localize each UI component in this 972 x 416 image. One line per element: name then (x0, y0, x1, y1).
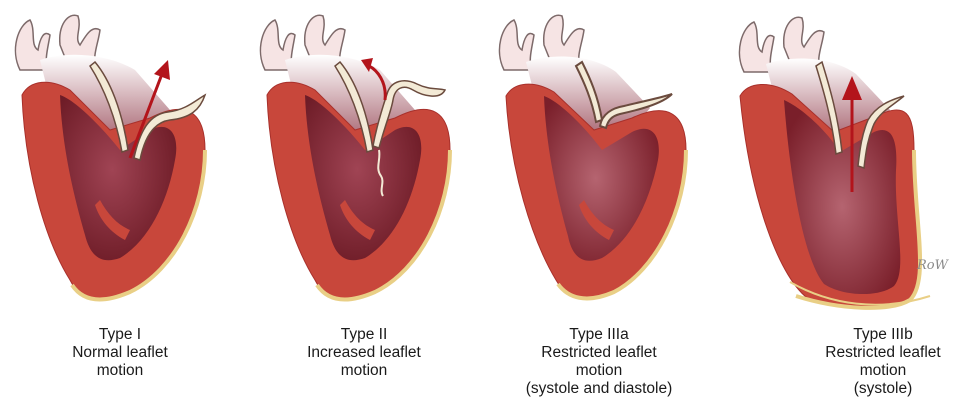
artist-signature: RoW (917, 258, 948, 273)
description-line: motion (50, 362, 190, 380)
type-label: Type IIIa (504, 326, 694, 344)
caption-type-1: Type I Normal leaflet motion (50, 326, 190, 380)
type-label: Type IIIb (808, 326, 958, 344)
panel-type-3b: Type IIIb Restricted leaflet motion (sys… (730, 0, 972, 416)
heart-illustration-type-2 (245, 0, 490, 310)
panel-type-3a: Type IIIa Restricted leaflet motion (sys… (490, 0, 730, 416)
type-label: Type I (50, 326, 190, 344)
panel-type-2: Type II Increased leaflet motion (245, 0, 490, 416)
caption-type-3b: Type IIIb Restricted leaflet motion (sys… (808, 326, 958, 398)
type-label: Type II (289, 326, 439, 344)
description-line: (systole and diastole) (504, 380, 694, 398)
description-line: Increased leaflet (289, 344, 439, 362)
caption-type-3a: Type IIIa Restricted leaflet motion (sys… (504, 326, 694, 398)
description-line: Normal leaflet (50, 344, 190, 362)
description-line: Restricted leaflet (808, 344, 958, 362)
description-line: motion (289, 362, 439, 380)
arrow-head (154, 60, 170, 80)
caption-type-2: Type II Increased leaflet motion (289, 326, 439, 380)
description-line: Restricted leaflet (504, 344, 694, 362)
panel-type-1: Type I Normal leaflet motion (0, 0, 245, 416)
heart-illustration-type-1 (0, 0, 245, 310)
description-line: motion (504, 362, 694, 380)
heart-illustration-type-3a (490, 0, 730, 310)
description-line: motion (808, 362, 958, 380)
description-line: (systole) (808, 380, 958, 398)
